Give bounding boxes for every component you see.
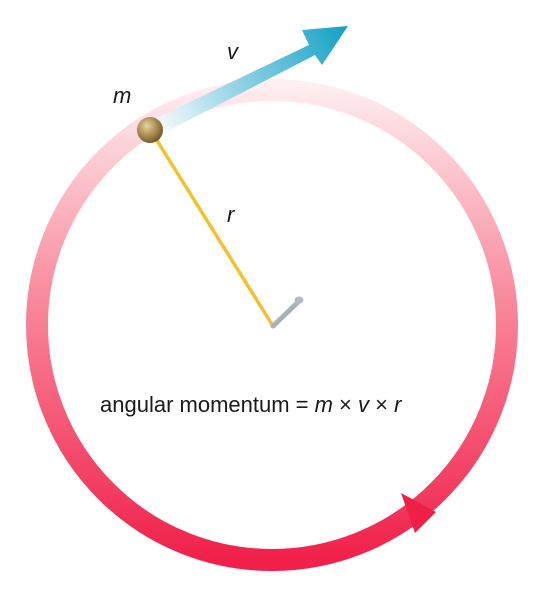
formula-r: r [394, 392, 403, 417]
orbit-direction-arrowhead [401, 493, 436, 533]
velocity-label: v [227, 39, 240, 64]
formula-times-2: × [369, 392, 394, 417]
mass-label: m [113, 83, 131, 108]
formula-m: m [315, 392, 333, 417]
formula-v: v [358, 392, 371, 417]
radius-label: r [227, 202, 236, 227]
formula-times-1: × [333, 392, 358, 417]
orbit-path [26, 79, 518, 571]
radius-string [149, 129, 275, 328]
mass-ball [137, 117, 163, 143]
pivot-nail [270, 296, 304, 329]
formula-prefix: angular momentum = [100, 392, 315, 417]
angular-momentum-formula: angular momentum = m × v × r [100, 392, 403, 417]
velocity-arrow [150, 26, 348, 136]
